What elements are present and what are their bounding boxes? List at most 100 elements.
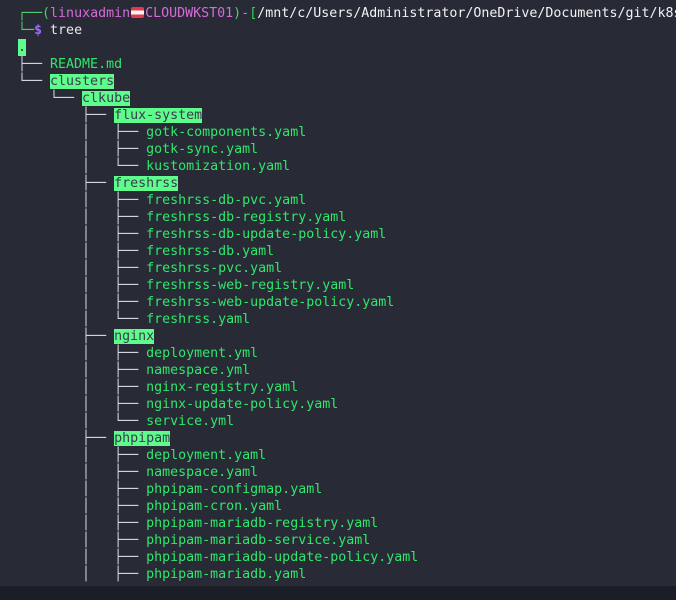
tree-listing: ├── README.md└── clusters └── clkube ├──… (0, 56, 676, 583)
prompt-open-paren: ( (42, 6, 51, 21)
command-text: tree (50, 23, 83, 38)
tree-row: │ └── service.yml (0, 413, 676, 430)
tree-file-name[interactable]: freshrss-db-pvc.yaml (146, 193, 307, 208)
tree-file-name[interactable]: freshrss-web-update-policy.yaml (146, 295, 395, 310)
tree-branch-prefix: ├── (18, 431, 115, 446)
tree-file-name[interactable]: gotk-components.yaml (146, 125, 307, 140)
tree-file-name[interactable]: namespace.yml (146, 363, 251, 378)
tree-file-name[interactable]: phpipam-mariadb-update-policy.yaml (146, 550, 419, 565)
tree-branch-prefix: │ ├── (18, 482, 147, 497)
tree-directory-name[interactable]: nginx (114, 329, 155, 344)
tree-branch-prefix: │ ├── (18, 533, 147, 548)
tree-branch-prefix: │ └── (18, 159, 147, 174)
tree-branch-prefix: │ ├── (18, 550, 147, 565)
tree-branch-prefix: │ ├── (18, 210, 147, 225)
tree-branch-prefix: ├── (18, 108, 115, 123)
tree-file-name[interactable]: namespace.yaml (146, 465, 259, 480)
flag-icon (131, 7, 145, 18)
tree-file-name[interactable]: phpipam-cron.yaml (146, 499, 283, 514)
tree-branch-prefix: │ ├── (18, 499, 147, 514)
tree-branch-prefix: │ ├── (18, 567, 147, 582)
tree-branch-prefix: │ ├── (18, 346, 147, 361)
tree-row: │ ├── deployment.yaml (0, 447, 676, 464)
tree-row: │ ├── gotk-sync.yaml (0, 141, 676, 158)
tree-file-name[interactable]: deployment.yml (146, 346, 259, 361)
tree-branch-prefix: │ ├── (18, 465, 147, 480)
prompt-separator: - (241, 6, 250, 21)
tree-row: │ ├── freshrss-web-update-policy.yaml (0, 294, 676, 311)
tree-branch-prefix: │ ├── (18, 142, 147, 157)
tree-row: │ ├── freshrss-db-registry.yaml (0, 209, 676, 226)
tree-file-name[interactable]: README.md (50, 57, 123, 72)
tree-directory-name[interactable]: freshrss (114, 176, 179, 191)
tree-file-name[interactable]: freshrss-web-registry.yaml (146, 278, 355, 293)
tree-row: │ ├── nginx-registry.yaml (0, 379, 676, 396)
tree-row: │ ├── phpipam-mariadb-service.yaml (0, 532, 676, 549)
tree-row: │ ├── phpipam-cron.yaml (0, 498, 676, 515)
tree-root-row: . (0, 39, 676, 56)
tree-branch-prefix: │ ├── (18, 380, 147, 395)
tree-file-name[interactable]: gotk-sync.yaml (146, 142, 259, 157)
prompt-frame-top: ┌── (18, 6, 43, 21)
tree-row: │ ├── deployment.yml (0, 345, 676, 362)
tree-row: │ ├── namespace.yml (0, 362, 676, 379)
tree-directory-name[interactable]: flux-system (114, 108, 203, 123)
tree-file-name[interactable]: freshrss-db-update-policy.yaml (146, 227, 387, 242)
tree-branch-prefix: │ └── (18, 312, 147, 327)
tree-row: │ ├── freshrss-db.yaml (0, 243, 676, 260)
tree-file-name[interactable]: nginx-update-policy.yaml (146, 397, 339, 412)
tree-branch-prefix: ├── (18, 176, 115, 191)
tree-directory-name[interactable]: phpipam (114, 431, 171, 446)
terminal-bottom-strip (0, 586, 676, 600)
tree-branch-prefix: │ ├── (18, 244, 147, 259)
tree-file-name[interactable]: freshrss.yaml (146, 312, 251, 327)
prompt-close-paren: ) (233, 6, 242, 21)
command-input[interactable]: tree (42, 23, 82, 38)
tree-branch-prefix: │ ├── (18, 363, 147, 378)
tree-file-name[interactable]: freshrss-db.yaml (146, 244, 275, 259)
tree-row: │ ├── phpipam-configmap.yaml (0, 481, 676, 498)
tree-row: └── clusters (0, 73, 676, 90)
tree-file-name[interactable]: freshrss-pvc.yaml (146, 261, 283, 276)
tree-file-name[interactable]: service.yml (146, 414, 235, 429)
tree-file-name[interactable]: freshrss-db-registry.yaml (146, 210, 347, 225)
prompt-open-bracket: [ (249, 6, 258, 21)
tree-row: │ ├── freshrss-web-registry.yaml (0, 277, 676, 294)
prompt-line-command: └─$ tree (0, 22, 676, 39)
tree-branch-prefix: │ └── (18, 414, 147, 429)
tree-row: │ ├── phpipam-mariadb-update-policy.yaml (0, 549, 676, 566)
tree-row: │ └── kustomization.yaml (0, 158, 676, 175)
tree-row: │ ├── nginx-update-policy.yaml (0, 396, 676, 413)
tree-branch-prefix: │ ├── (18, 261, 147, 276)
tree-directory-name[interactable]: clkube (82, 91, 131, 106)
tree-root-label: . (18, 39, 27, 56)
tree-row: │ ├── phpipam-mariadb.yaml (0, 566, 676, 583)
tree-file-name[interactable]: phpipam-mariadb.yaml (146, 567, 307, 582)
tree-row: │ ├── freshrss-db-pvc.yaml (0, 192, 676, 209)
tree-row: │ ├── phpipam-mariadb-registry.yaml (0, 515, 676, 532)
prompt-dollar-sign: $ (34, 23, 43, 38)
tree-row: ├── flux-system (0, 107, 676, 124)
tree-file-name[interactable]: kustomization.yaml (146, 159, 291, 174)
tree-directory-name[interactable]: clusters (50, 74, 115, 89)
tree-file-name[interactable]: phpipam-configmap.yaml (146, 482, 323, 497)
tree-branch-prefix: ├── (18, 57, 51, 72)
tree-branch-prefix: └── (18, 74, 51, 89)
tree-file-name[interactable]: deployment.yaml (146, 448, 267, 463)
tree-branch-prefix: └── (18, 91, 83, 106)
prompt-working-directory: /mnt/c/Users/Administrator/OneDrive/Docu… (257, 6, 676, 21)
tree-file-name[interactable]: nginx-registry.yaml (146, 380, 299, 395)
prompt-hostname: CLOUDWKST01 (145, 6, 234, 21)
tree-branch-prefix: │ ├── (18, 516, 147, 531)
prompt-frame-bottom: └─ (18, 23, 35, 38)
tree-branch-prefix: │ ├── (18, 448, 147, 463)
tree-row: └── clkube (0, 90, 676, 107)
tree-row: │ ├── freshrss-db-update-policy.yaml (0, 226, 676, 243)
tree-file-name[interactable]: phpipam-mariadb-service.yaml (146, 533, 371, 548)
tree-branch-prefix: │ ├── (18, 125, 147, 140)
tree-row: ├── nginx (0, 328, 676, 345)
tree-file-name[interactable]: phpipam-mariadb-registry.yaml (146, 516, 379, 531)
